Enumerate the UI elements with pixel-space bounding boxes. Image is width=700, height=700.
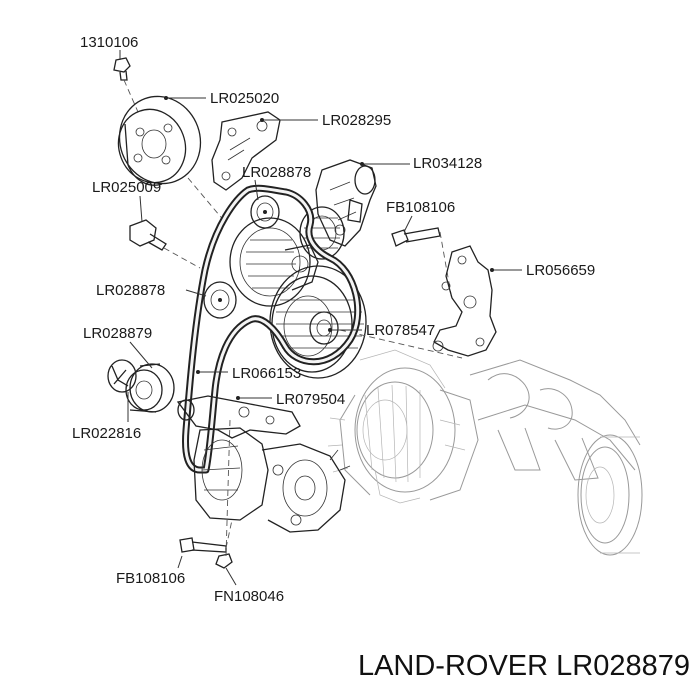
label-lr028295: LR028295 [322, 112, 391, 129]
bolt-fb108106-upper [391, 227, 453, 301]
drive-belt-lr066153 [182, 184, 362, 474]
label-lr056659: LR056659 [526, 262, 595, 279]
label-lr028878-mid: LR028878 [96, 282, 165, 299]
label-lr034128: LR034128 [413, 155, 482, 172]
leader-lines [119, 50, 522, 586]
tensioner-lr034128 [315, 159, 377, 247]
label-lr028878-top: LR028878 [242, 164, 311, 181]
label-lr028879: LR028879 [83, 325, 152, 342]
label-lr025020: LR025020 [210, 90, 279, 107]
label-lr078547: LR078547 [366, 322, 435, 339]
bolt-fb108106-lower [179, 519, 233, 553]
water-pump [229, 217, 319, 307]
label-lr022816: LR022816 [72, 425, 141, 442]
label-fb108106-lower: FB108106 [116, 570, 185, 587]
idler-lr028878-mid [203, 281, 237, 319]
label-fn108046: FN108046 [214, 588, 284, 605]
pulley-lr025020 [117, 95, 226, 223]
bracket-lr056659 [432, 245, 497, 357]
part-labels: 1310106 LR025020 LR028295 LR034128 LR028… [72, 34, 595, 605]
idler-lr028879 [107, 359, 175, 413]
ac-compressor [193, 427, 351, 533]
bolt-1310106 [113, 57, 139, 113]
engine-background [327, 349, 643, 556]
idler-lr028878-top [250, 195, 280, 229]
label-fb108106-upper: FB108106 [386, 199, 455, 216]
label-lr025009: LR025009 [92, 179, 161, 196]
bolt-fn108046 [215, 419, 233, 569]
bolt-lr025009 [129, 219, 201, 269]
label-1310106: 1310106 [80, 34, 138, 51]
label-lr079504: LR079504 [276, 391, 345, 408]
label-lr066153: LR066153 [232, 365, 301, 382]
brand-part-title: LAND-ROVER LR028879 [358, 650, 690, 682]
bracket-lr028295 [211, 111, 281, 191]
bracket-lr079504 [176, 395, 301, 439]
